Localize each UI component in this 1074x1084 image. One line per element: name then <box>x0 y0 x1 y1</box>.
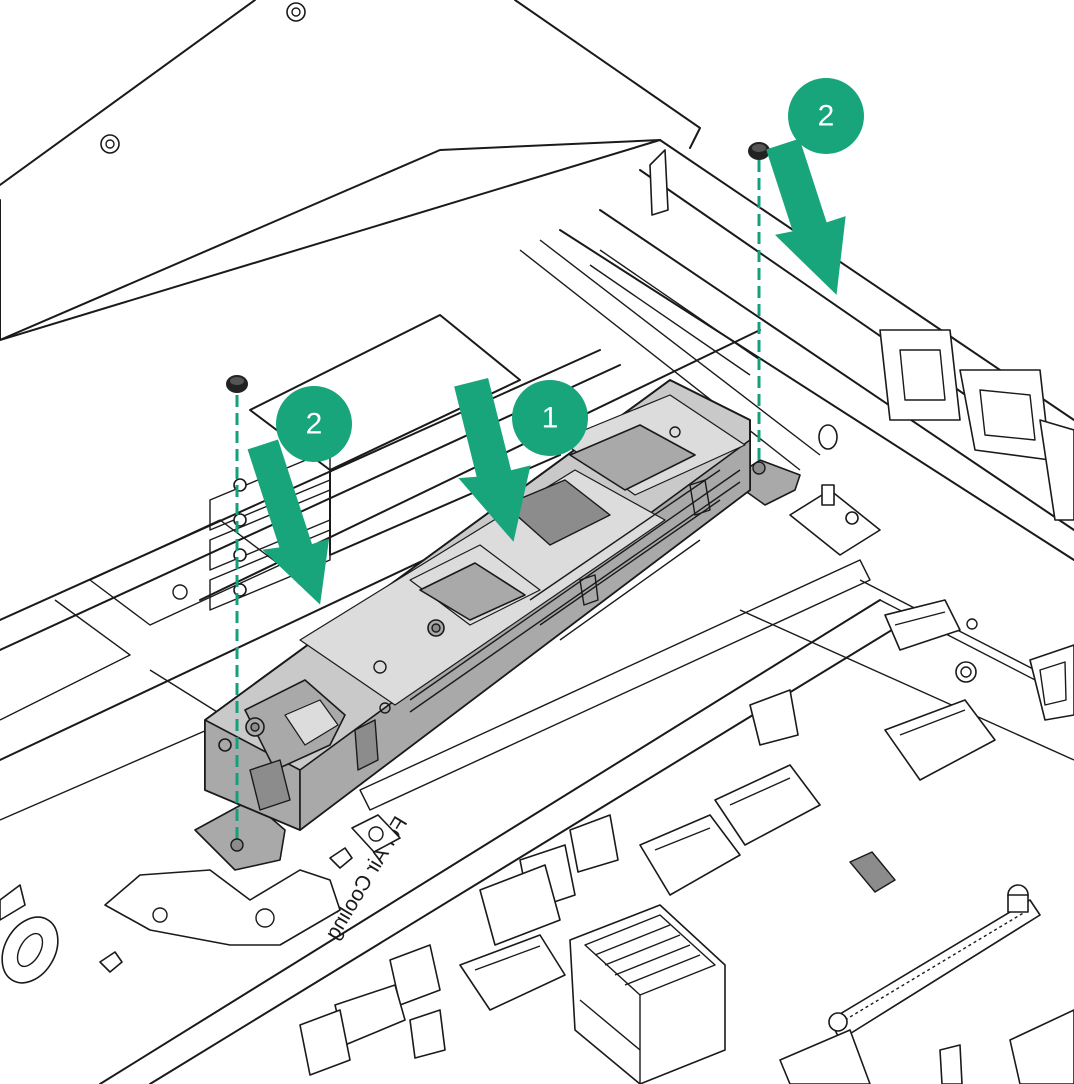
down-arrow-icon <box>766 138 846 295</box>
ribbon-connector <box>884 699 996 781</box>
screw-guides <box>235 160 761 842</box>
header-connector <box>299 1009 351 1076</box>
chassis-top-cover <box>0 0 701 341</box>
cover-screw-icon <box>286 2 306 22</box>
small-arrow-icon <box>99 951 123 973</box>
mounting-bracket <box>0 869 341 984</box>
header-connector <box>569 814 619 873</box>
screw-hole <box>752 461 766 475</box>
step-label: 2 <box>818 100 835 133</box>
header-connector <box>479 864 561 946</box>
chassis-side-wall <box>649 149 1074 556</box>
ribbon-connector <box>459 934 566 1011</box>
motherboard: For Air Cooling <box>99 559 1074 1084</box>
ribbon-connector <box>714 764 821 846</box>
step-callout-1: 1 <box>512 380 588 456</box>
drive-backplane-module <box>194 379 801 871</box>
module-port <box>284 699 339 746</box>
standoff-pad <box>789 489 881 556</box>
down-arrow-icon <box>454 378 531 542</box>
screw-icon <box>748 142 770 160</box>
small-arrow-icon <box>329 847 353 869</box>
step-label: 1 <box>542 402 559 435</box>
heatsink <box>569 904 726 1084</box>
power-connector <box>1029 644 1074 721</box>
step-callout-2-right: 2 <box>788 78 864 154</box>
screw-hole <box>230 838 244 852</box>
cover-screw-icon <box>100 134 120 154</box>
header-connector <box>749 689 799 746</box>
down-arrow-icon <box>247 439 330 605</box>
step-label: 2 <box>306 408 323 441</box>
memory-slot-latch <box>828 884 1041 1041</box>
chip <box>849 851 896 893</box>
ribbon-connector <box>639 814 741 896</box>
step-callout-2-left: 2 <box>276 386 352 462</box>
screw-icon <box>226 375 248 393</box>
